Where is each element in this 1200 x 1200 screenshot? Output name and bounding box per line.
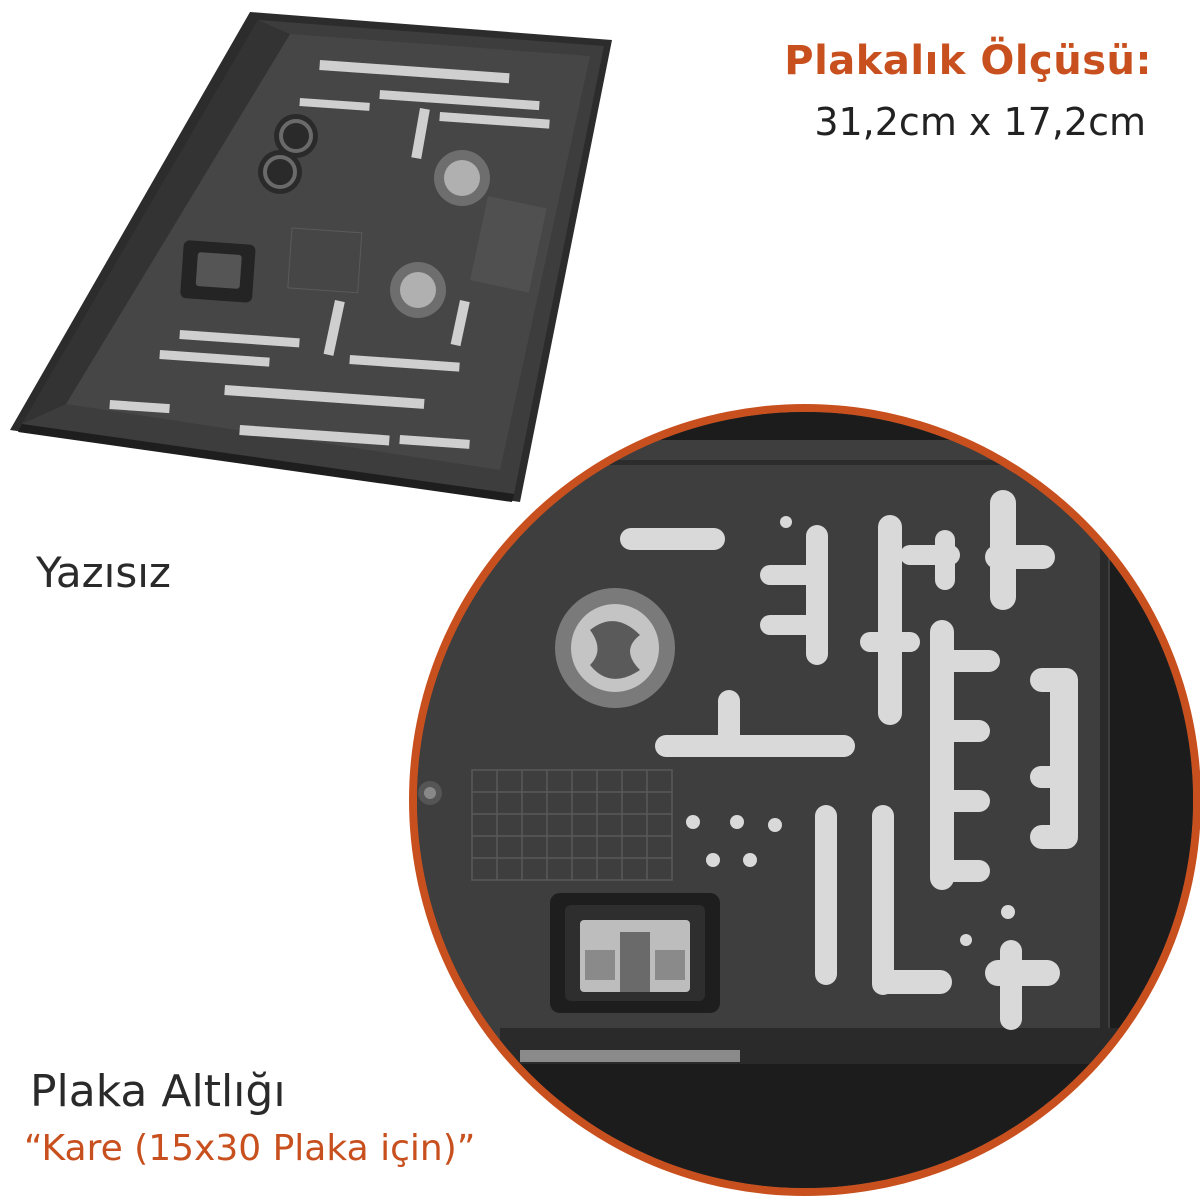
plate-holder-photo [10, 12, 612, 502]
size-title: Plakalık Ölçüsü: [784, 38, 1152, 84]
size-value: 31,2cm x 17,2cm [814, 100, 1146, 144]
zoom-slots [620, 490, 1078, 1030]
variant-label: Yazısız [36, 548, 171, 597]
product-subtitle: “Kare (15x30 Plaka için)” [24, 1128, 476, 1169]
zoom-detail [409, 404, 1200, 1196]
product-name: Plaka Altlığı [30, 1066, 286, 1117]
holder-slots [109, 60, 550, 449]
